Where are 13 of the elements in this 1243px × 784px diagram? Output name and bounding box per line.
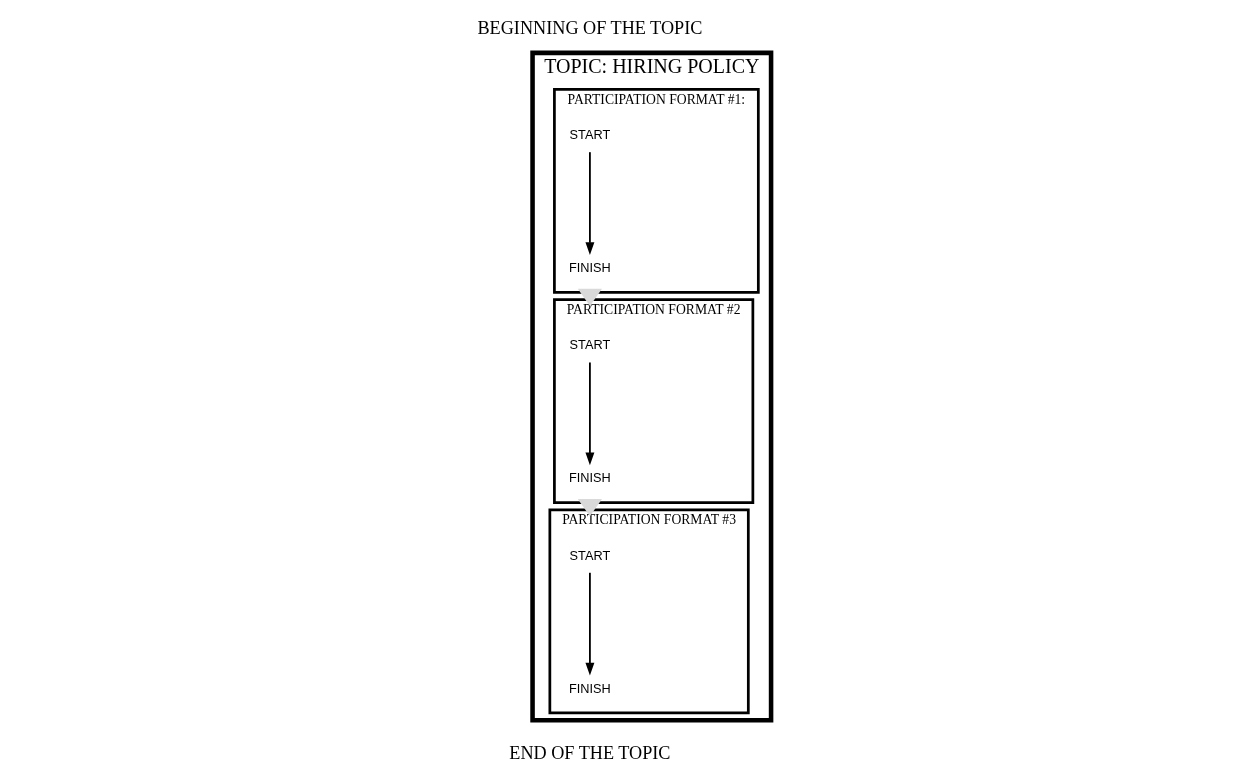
arrow: [584, 361, 594, 466]
node-text: START: [569, 547, 610, 563]
node-text: START: [569, 337, 610, 353]
node-text: FINISH: [568, 470, 611, 486]
node-text: START: [569, 127, 610, 143]
node-text: FINISH: [568, 680, 611, 696]
label: END OF THE TOPIC: [508, 743, 670, 764]
arrow: [577, 498, 602, 517]
arrow: [584, 151, 594, 255]
node-text: FINISH: [568, 260, 611, 276]
arrow: [584, 571, 594, 676]
arrow: [577, 288, 602, 306]
label: BEGINNING OF THE TOPIC: [476, 17, 702, 38]
